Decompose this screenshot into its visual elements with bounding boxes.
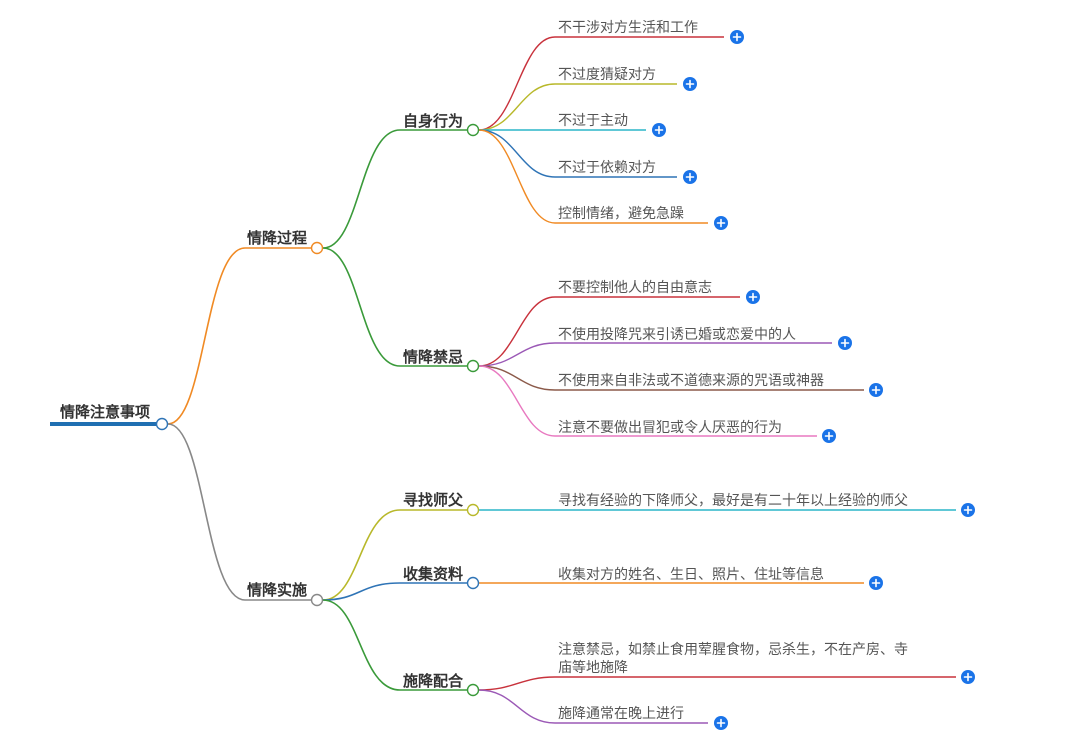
leaf-label-line1: 注意禁忌，如禁止食用荤腥食物，忌杀生，不在产房、寺	[558, 641, 908, 658]
expand-plus-icon[interactable]	[822, 429, 836, 443]
root-underline	[50, 422, 162, 426]
branch-node-implement[interactable]: 情降实施	[247, 581, 324, 607]
leaf-node[interactable]: 不过于主动	[558, 113, 666, 137]
expand-plus-icon[interactable]	[683, 170, 697, 184]
leaf-node[interactable]: 不过度猜疑对方	[558, 67, 697, 91]
leaf-label: 不过于依赖对方	[558, 160, 656, 176]
expand-plus-icon[interactable]	[683, 77, 697, 91]
leaf-label: 施降通常在晚上进行	[558, 706, 684, 722]
connector-self-leaf-5	[478, 129, 708, 224]
leaf-label: 收集对方的姓名、生日、照片、住址等信息	[558, 566, 824, 583]
leaf-node[interactable]: 注意不要做出冒犯或令人厌恶的行为	[558, 419, 836, 443]
leaf-node[interactable]: 不过于依赖对方	[558, 160, 697, 184]
sub-label-taboo: 情降禁忌	[403, 348, 463, 366]
leaf-label: 不干涉对方生活和工作	[558, 20, 698, 36]
connector-process-taboo	[322, 247, 473, 367]
leaf-label: 注意不要做出冒犯或令人厌恶的行为	[558, 419, 782, 436]
leaf-label: 不过度猜疑对方	[558, 67, 656, 83]
root-node[interactable]: 情降注意事项	[50, 403, 169, 431]
expand-plus-icon[interactable]	[746, 290, 760, 304]
leaf-label: 寻找有经验的下降师父，最好是有二十年以上经验的师父	[558, 493, 908, 509]
connector-root-process	[167, 247, 317, 425]
branch-node-process[interactable]: 情降过程	[247, 229, 324, 255]
sub-label-self: 自身行为	[403, 112, 463, 130]
connector-root-implement	[167, 423, 317, 601]
branch-label-process: 情降过程	[247, 229, 307, 247]
expand-plus-icon[interactable]	[714, 716, 728, 730]
sub-self-collapse-toggle[interactable]	[466, 123, 480, 137]
leaf-node[interactable]: 不使用投降咒来引诱已婚或恋爱中的人	[558, 326, 852, 350]
connector-cooperate-leaf-1	[478, 676, 956, 691]
leaf-label: 不使用来自非法或不道德来源的咒语或神器	[558, 372, 824, 389]
root-collapse-toggle[interactable]	[155, 417, 169, 431]
branch-process-collapse-toggle[interactable]	[310, 241, 324, 255]
connector-cooperate-leaf-2	[478, 689, 708, 724]
branch-label-implement: 情降实施	[247, 581, 307, 599]
leaf-node[interactable]: 不要控制他人的自由意志	[558, 279, 760, 304]
leaf-node[interactable]: 不使用来自非法或不道德来源的咒语或神器	[558, 372, 883, 397]
expand-plus-icon[interactable]	[838, 336, 852, 350]
sub-label-master: 寻找师父	[403, 491, 464, 509]
leaf-label: 不要控制他人的自由意志	[558, 279, 712, 296]
connector-implement-cooperate	[322, 599, 473, 691]
sub-node-cooperate[interactable]: 施降配合	[403, 672, 480, 697]
leaf-label: 不过于主动	[558, 113, 628, 129]
sub-node-collect[interactable]: 收集资料	[403, 565, 480, 590]
leaf-label: 不使用投降咒来引诱已婚或恋爱中的人	[558, 326, 796, 343]
leaf-label-line2: 庙等地施降	[558, 659, 628, 676]
leaf-node[interactable]: 寻找有经验的下降师父，最好是有二十年以上经验的师父	[558, 493, 975, 517]
sub-node-self[interactable]: 自身行为	[403, 112, 480, 137]
leaf-node[interactable]: 施降通常在晚上进行	[558, 706, 728, 730]
connector-taboo-leaf-2	[478, 342, 832, 367]
connector-self-leaf-4	[478, 129, 677, 178]
connector-taboo-leaf-3	[478, 365, 864, 391]
connector-implement-collect	[322, 582, 473, 601]
connector-self-leaf-1	[478, 36, 724, 131]
expand-plus-icon[interactable]	[730, 30, 744, 44]
root-label: 情降注意事项	[60, 403, 150, 421]
sub-label-cooperate: 施降配合	[403, 672, 464, 690]
leaf-node[interactable]: 收集对方的姓名、生日、照片、住址等信息	[558, 566, 883, 590]
leaf-node[interactable]: 注意禁忌，如禁止食用荤腥食物，忌杀生，不在产房、寺 庙等地施降	[558, 641, 975, 684]
leaf-connectors	[478, 36, 956, 724]
connector-taboo-leaf-1	[478, 296, 740, 367]
connector-self-leaf-2	[478, 83, 677, 131]
branch-connectors	[322, 129, 473, 691]
connector-taboo-leaf-4	[478, 365, 817, 437]
connector-implement-master	[322, 509, 473, 601]
expand-plus-icon[interactable]	[869, 576, 883, 590]
leaf-label: 控制情绪，避免急躁	[558, 206, 684, 222]
connector-process-self	[322, 129, 473, 249]
leaf-node[interactable]: 控制情绪，避免急躁	[558, 206, 728, 230]
branch-implement-collapse-toggle[interactable]	[310, 593, 324, 607]
leaf-node[interactable]: 不干涉对方生活和工作	[558, 20, 744, 44]
sub-label-collect: 收集资料	[403, 565, 463, 583]
sub-cooperate-collapse-toggle[interactable]	[466, 683, 480, 697]
expand-plus-icon[interactable]	[961, 503, 975, 517]
expand-plus-icon[interactable]	[961, 670, 975, 684]
sub-master-collapse-toggle[interactable]	[466, 503, 480, 517]
root-connectors	[167, 247, 317, 601]
sub-node-master[interactable]: 寻找师父	[403, 491, 480, 517]
expand-plus-icon[interactable]	[714, 216, 728, 230]
sub-node-taboo[interactable]: 情降禁忌	[403, 348, 480, 373]
sub-collect-collapse-toggle[interactable]	[466, 576, 480, 590]
expand-plus-icon[interactable]	[869, 383, 883, 397]
sub-taboo-collapse-toggle[interactable]	[466, 359, 480, 373]
expand-plus-icon[interactable]	[652, 123, 666, 137]
